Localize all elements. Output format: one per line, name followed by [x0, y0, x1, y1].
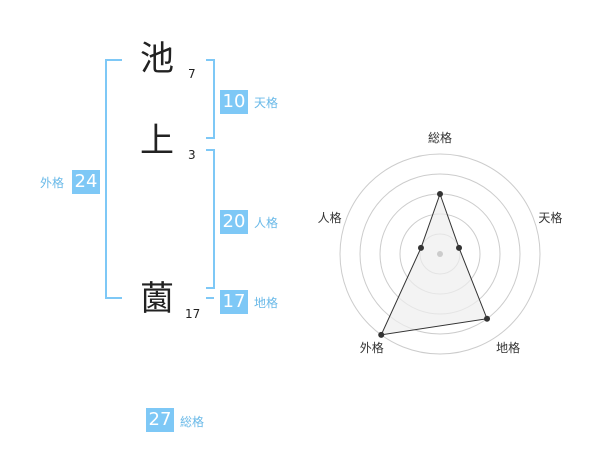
radar-point: [456, 244, 463, 251]
radar-point: [417, 244, 424, 251]
radar-point: [484, 315, 491, 322]
radar-point: [437, 191, 443, 197]
radar-ring: [359, 173, 521, 335]
chikaku-badge: 17: [220, 290, 248, 314]
radar-axis-label: 人格: [318, 210, 342, 225]
stroke-count-3: 17: [185, 307, 201, 321]
radar-axis-label: 天格: [538, 210, 562, 225]
name-char-3: 薗: [140, 279, 174, 319]
radar-ring: [339, 153, 541, 355]
soukaku-label: 総格: [180, 415, 205, 429]
radar-axis-label: 総格: [428, 130, 452, 145]
stroke-count-2: 3: [188, 148, 196, 162]
radar-center: [437, 251, 443, 257]
soukaku-badge: 27: [146, 408, 174, 432]
radar-area: [380, 192, 488, 336]
name-char-2: 上: [140, 121, 174, 161]
gaikaku-label: 外格: [40, 176, 65, 190]
tenkaku-label: 天格: [254, 96, 279, 110]
chikaku-label: 地格: [254, 296, 279, 310]
stroke-count-1: 7: [188, 67, 196, 81]
name-char-1: 池: [140, 39, 174, 79]
gaikaku-badge: 24: [72, 170, 100, 194]
tenkaku-badge: 10: [220, 90, 248, 114]
radar-point: [378, 331, 385, 338]
jinkaku-badge: 20: [220, 210, 248, 234]
radar-axis-label: 外格: [360, 340, 384, 355]
jinkaku-label: 人格: [254, 216, 279, 230]
radar-axis-label: 地格: [496, 340, 520, 355]
